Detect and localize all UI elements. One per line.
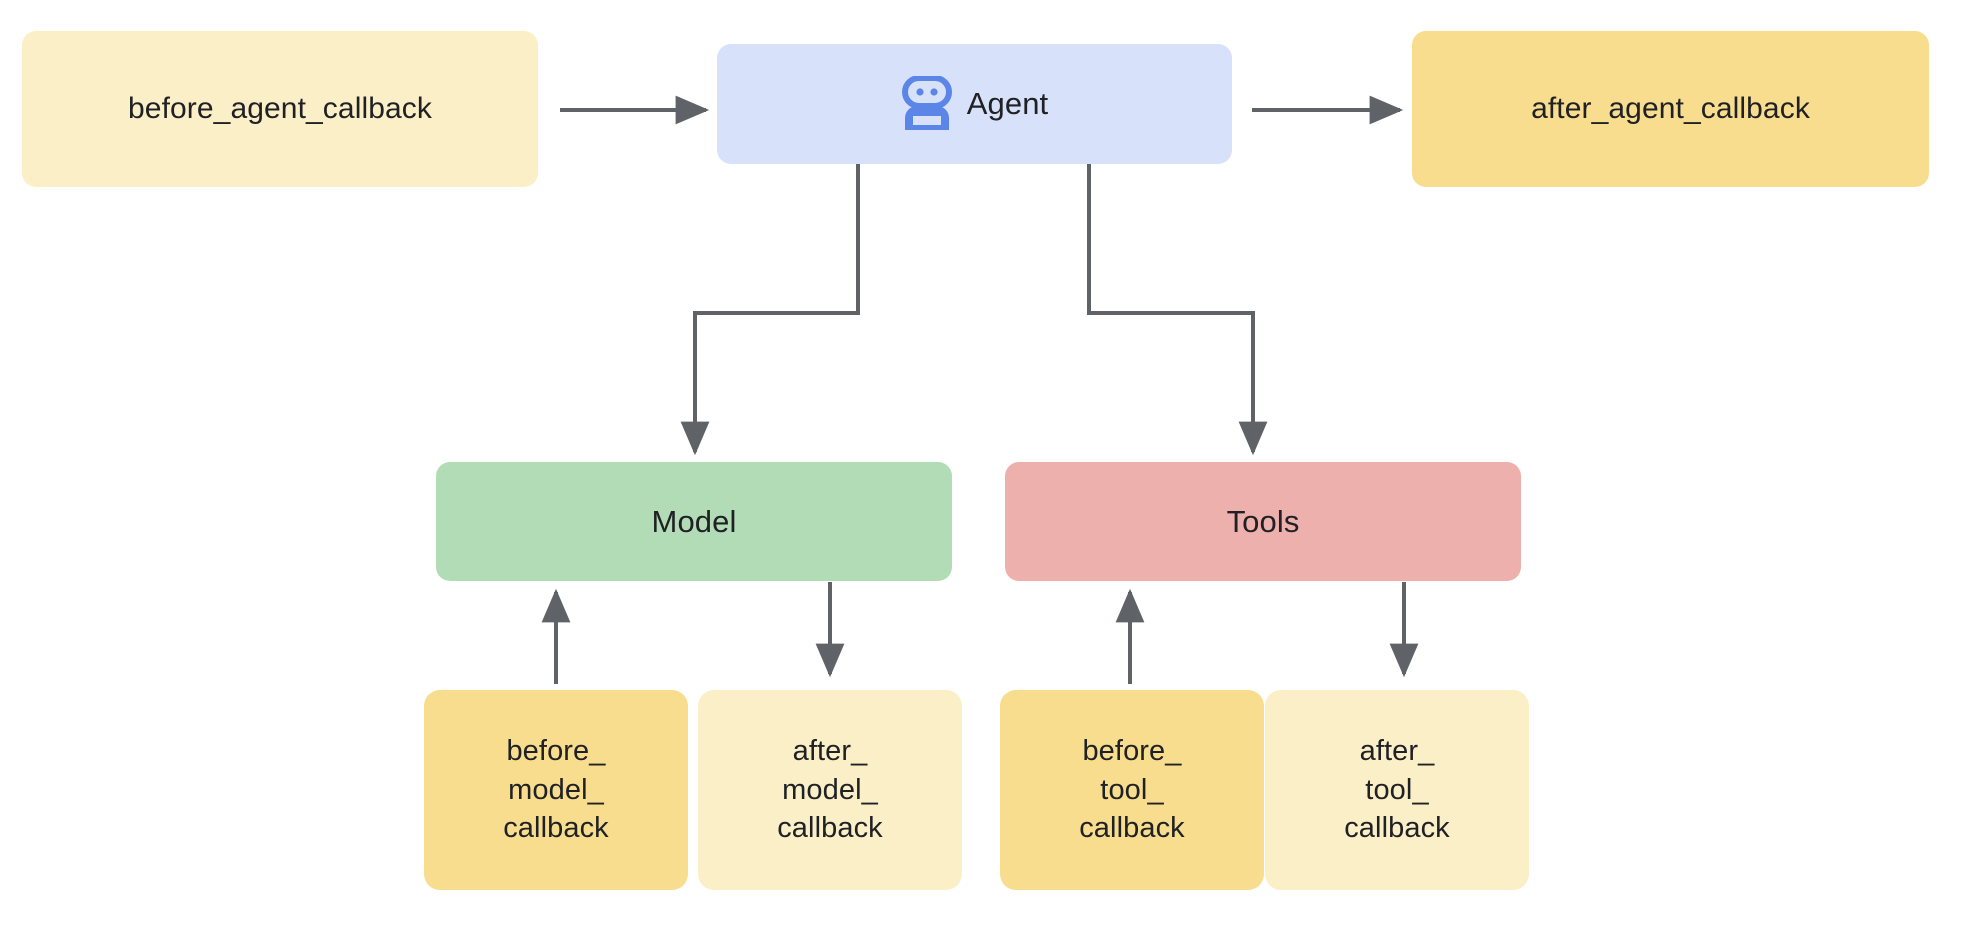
node-before-tool-callback[interactable]: before_ tool_ callback [1000, 690, 1264, 890]
node-tools-label: Tools [1226, 503, 1300, 539]
node-model[interactable]: Model [436, 462, 952, 581]
robot-icon [901, 35, 953, 173]
node-model-label: Model [651, 503, 737, 539]
node-before-model-callback-label: before_ model_ callback [503, 735, 609, 845]
node-after-agent-callback-label: after_agent_callback [1531, 92, 1810, 126]
node-after-agent-callback[interactable]: after_agent_callback [1412, 31, 1929, 187]
edge-agent-to-model [680, 164, 860, 456]
node-after-tool-callback[interactable]: after_ tool_ callback [1265, 690, 1529, 890]
node-before-model-callback[interactable]: before_ model_ callback [424, 690, 688, 890]
node-after-tool-callback-label: after_ tool_ callback [1344, 735, 1450, 845]
node-agent-label: Agent [966, 86, 1049, 122]
node-before-agent-callback[interactable]: before_agent_callback [22, 31, 538, 187]
node-agent[interactable]: Agent [717, 44, 1232, 164]
node-after-model-callback-label: after_ model_ callback [777, 735, 883, 845]
node-tools[interactable]: Tools [1005, 462, 1521, 581]
node-before-tool-callback-label: before_ tool_ callback [1079, 735, 1185, 845]
node-after-model-callback[interactable]: after_ model_ callback [698, 690, 962, 890]
node-before-agent-callback-label: before_agent_callback [128, 92, 432, 126]
edge-agent-to-tools [1087, 164, 1268, 456]
